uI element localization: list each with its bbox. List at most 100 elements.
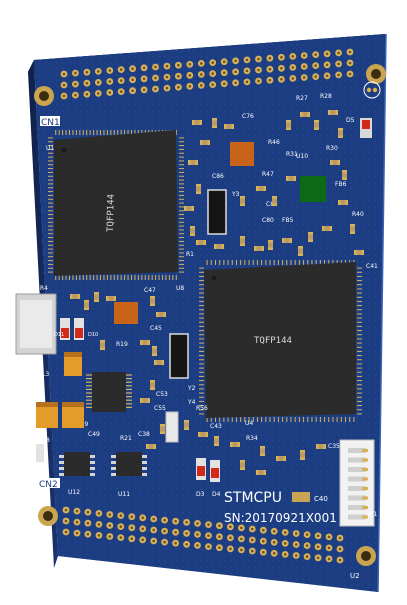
passive-pad <box>256 186 259 191</box>
passive-pad <box>147 340 150 345</box>
passive-pad <box>345 200 348 205</box>
passive-body <box>286 176 296 181</box>
passive-pad <box>212 125 217 128</box>
regulator-pin <box>90 473 95 476</box>
passive-body <box>190 226 195 236</box>
passive-pad <box>308 239 313 242</box>
header-pin-hole <box>272 541 276 544</box>
header-pin-hole <box>86 532 90 536</box>
header-pin-hole <box>142 88 146 92</box>
label-d4: D4 <box>212 491 221 498</box>
passive-body <box>276 456 286 461</box>
connector-jst <box>339 439 375 527</box>
header-pin-hole <box>207 534 210 537</box>
passive-body <box>314 120 319 130</box>
header-pin-hole <box>283 531 287 534</box>
header-pin-hole <box>302 65 306 68</box>
passive-body <box>150 296 155 306</box>
label-r4: R4 <box>40 285 48 292</box>
mounting-hole-top-left <box>34 86 54 106</box>
passive-pad <box>190 233 195 236</box>
passive-body <box>184 206 194 211</box>
header-pin-hole <box>97 70 100 73</box>
connector-pin-contact <box>362 468 368 471</box>
passive-body <box>214 436 219 446</box>
chip-left-pins <box>48 130 184 280</box>
label-r19: R19 <box>116 341 128 348</box>
passive-pad <box>300 457 305 460</box>
passive-pad <box>140 340 143 345</box>
label-u10: U10 <box>296 153 308 160</box>
label-d2: D2 <box>36 466 43 472</box>
header-pin-hole <box>325 74 329 78</box>
regulator-u12 <box>64 452 90 476</box>
header-pin-hole <box>188 74 192 77</box>
passive-pad <box>298 246 303 249</box>
passive-pad <box>261 246 264 251</box>
passive-body <box>256 470 266 475</box>
passive-pad <box>323 444 326 449</box>
passive-pad <box>237 442 240 447</box>
passive-pad <box>192 120 195 125</box>
passive-body <box>354 250 364 255</box>
cn2-label: CN2 <box>39 480 58 490</box>
passive-body <box>308 232 313 242</box>
passive-body <box>152 346 157 356</box>
passive-body <box>146 444 156 449</box>
label-u2: U2 <box>350 572 360 580</box>
header-pin-hole <box>234 81 237 85</box>
header-pin-hole <box>348 50 352 54</box>
header-pin-hole <box>294 532 298 535</box>
header-pin-hole <box>177 85 180 89</box>
header-pin-hole <box>97 92 100 95</box>
regulator-pin <box>142 467 147 470</box>
header-pin-hole <box>348 72 352 76</box>
label-r27: R27 <box>296 95 308 102</box>
regulator-pin <box>59 473 64 476</box>
passive-pad <box>150 296 155 299</box>
header-pin-hole <box>165 64 169 68</box>
header-pin-hole <box>174 519 177 523</box>
passive-pad <box>289 238 292 243</box>
passive-pad <box>314 120 319 123</box>
header-pin-hole <box>163 540 166 544</box>
crystal-y4 <box>165 411 179 443</box>
header-pin-hole <box>64 508 68 512</box>
label-c86: C86 <box>212 173 224 180</box>
passive-pad <box>300 450 305 453</box>
header-pin-hole <box>74 71 77 75</box>
chip-right-pins <box>199 260 362 422</box>
header-pin-hole <box>240 526 243 530</box>
header-pin-hole <box>119 79 123 82</box>
label-r47: R47 <box>262 171 274 178</box>
cn2-label-bg <box>38 478 60 488</box>
header-pin-hole <box>85 70 89 74</box>
regulator-pin <box>90 455 95 458</box>
header-pin-hole <box>291 66 295 69</box>
passive-pad <box>94 299 99 302</box>
label-jp1: JP1 <box>367 511 377 518</box>
header-pin-hole <box>74 82 77 86</box>
serial-label: SN:20170921X001 <box>224 511 337 525</box>
passive-pad <box>335 110 338 115</box>
passive-pad <box>191 206 194 211</box>
passive-body <box>350 224 355 234</box>
header-pin-hole <box>86 510 90 514</box>
header-pin-hole <box>108 80 112 83</box>
passive-pad <box>268 247 273 250</box>
chip-right-ref: U4 <box>245 420 253 427</box>
header-pin-hole <box>262 528 265 532</box>
chip-right-body <box>204 262 356 418</box>
header-pin-hole <box>154 87 157 91</box>
header-pin-hole <box>229 547 232 551</box>
label-d5: D5 <box>346 117 355 124</box>
passive-pad <box>214 436 219 439</box>
header-pin-hole <box>314 75 318 78</box>
label-y3: Y3 <box>231 191 240 198</box>
mounting-hole-bottom-right <box>356 546 376 566</box>
chip-right-pin1-dot <box>211 275 217 281</box>
passive-pad <box>154 360 157 365</box>
header-pin-hole <box>165 86 169 90</box>
passive-body <box>150 380 155 390</box>
header-pin-hole <box>314 53 318 56</box>
